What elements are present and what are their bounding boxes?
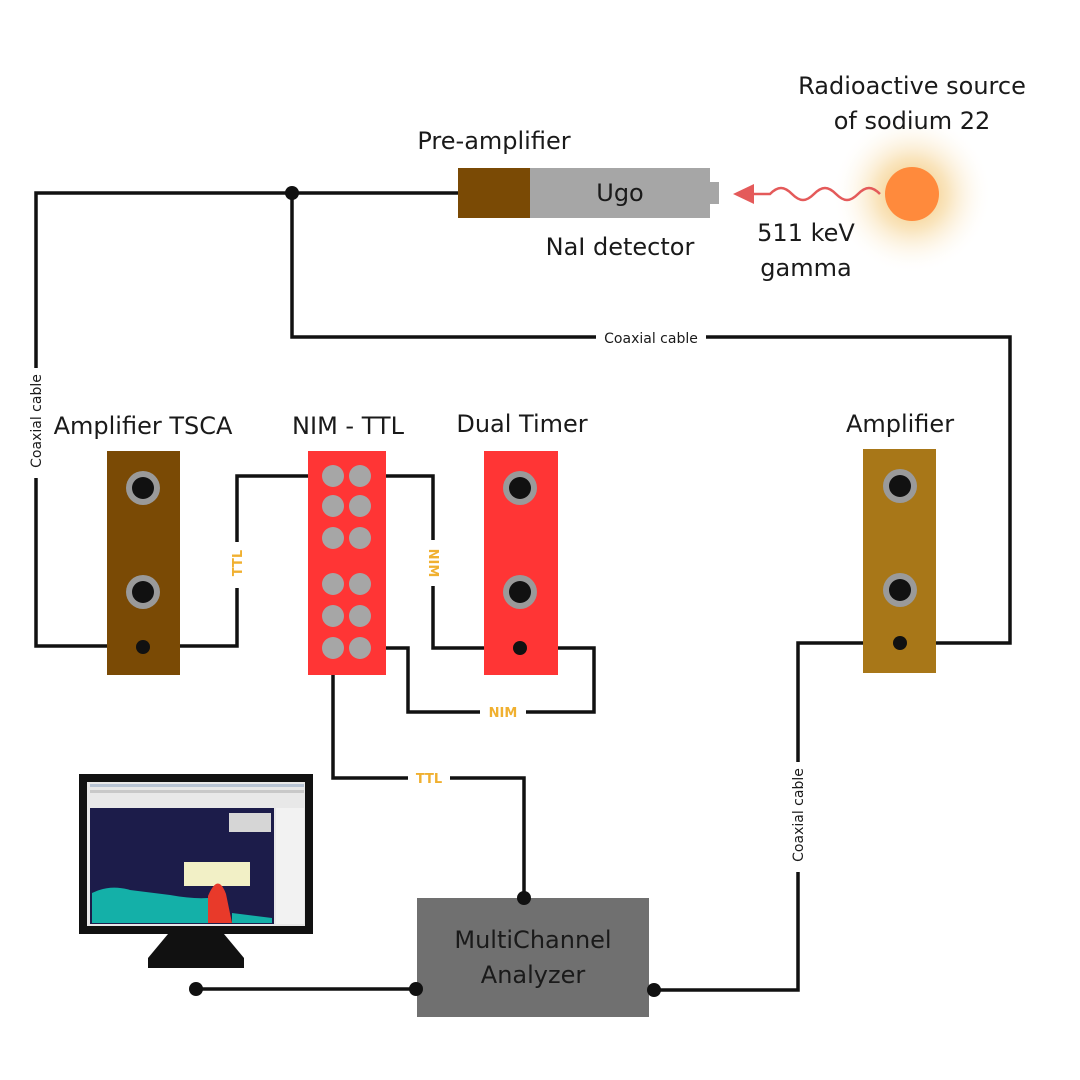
- coax-label-top: Coaxial cable: [604, 331, 698, 347]
- dual-timer-label: Dual Timer: [456, 410, 587, 438]
- preamp-label: Pre-amplifier: [417, 127, 570, 155]
- detector-type-label: NaI detector: [546, 233, 695, 261]
- detector-name: Ugo: [596, 179, 643, 207]
- radioactive-source-icon: [832, 114, 992, 274]
- source-label-line1: Radioactive source: [798, 72, 1026, 100]
- nim-label-timer: NIM: [425, 549, 440, 578]
- wire-nim-loop: [360, 646, 596, 714]
- wire-coax-to-amplifier: [290, 193, 1012, 645]
- amp-tsca-label: Amplifier TSCA: [54, 412, 233, 440]
- wire-labels: Coaxial cable Coaxial cable Coaxial cabl…: [24, 327, 810, 872]
- amplifier-module: [863, 449, 936, 673]
- mca-module: [417, 898, 649, 1017]
- nim-ttl-label: NIM - TTL: [292, 412, 405, 440]
- wire-mca-amplifier: [654, 641, 900, 992]
- junction-dots: [136, 186, 907, 997]
- ttl-label-bottom: TTL: [416, 772, 442, 787]
- nim-ttl-ports: [322, 465, 371, 659]
- source-label-line2: of sodium 22: [834, 107, 991, 135]
- ttl-label-left: TTL: [231, 550, 246, 576]
- gamma-label-line2: gamma: [760, 254, 851, 282]
- coax-label-left: Coaxial cable: [29, 374, 45, 468]
- mca-label-line1: MultiChannel: [454, 926, 611, 954]
- amplifier-label: Amplifier: [846, 410, 954, 438]
- amp-tsca-module: [107, 451, 180, 675]
- nim-ttl-module: [308, 451, 386, 675]
- gamma-ray-icon: [733, 184, 881, 204]
- dual-timer-module: [484, 451, 558, 675]
- preamp-detector: [458, 168, 719, 218]
- coax-label-bottom: Coaxial cable: [791, 768, 807, 862]
- gamma-label-line1: 511 keV: [757, 219, 855, 247]
- computer-monitor-icon: [79, 774, 313, 968]
- nim-label-loop: NIM: [489, 706, 518, 721]
- mca-label-line2: Analyzer: [481, 961, 586, 989]
